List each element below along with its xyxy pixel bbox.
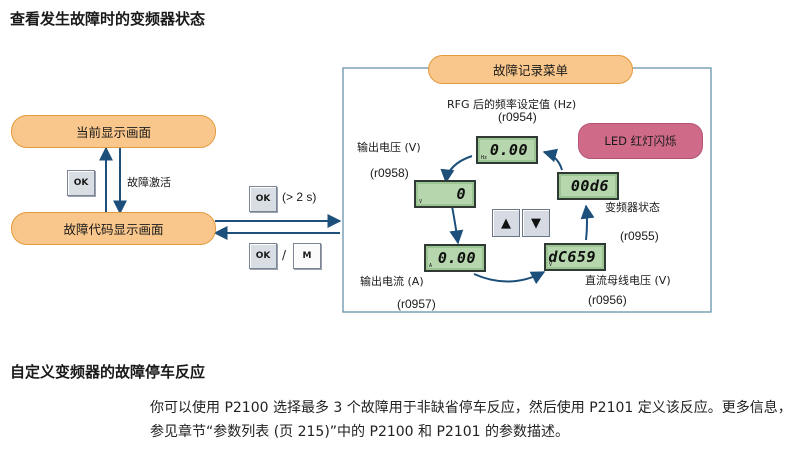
status-value: 00d6: [570, 177, 609, 195]
current-label: 输出电流 (A): [360, 275, 424, 288]
ok-key-return: OK: [249, 243, 277, 269]
status-param: (r0955): [620, 229, 659, 243]
status-label: 变频器状态: [605, 201, 660, 214]
status-lcd: 00d6: [557, 172, 619, 200]
dc-voltage-lcd: V dC659: [544, 243, 606, 271]
freq-setpoint-lcd: Hz 0.00: [476, 136, 538, 164]
freq-value: 0.00: [489, 141, 528, 159]
dc-unit: V: [549, 262, 553, 268]
current-display-box: 当前显示画面: [11, 115, 216, 148]
current-lcd: A 0.00: [424, 244, 486, 272]
ok-key-hold: OK: [249, 186, 277, 212]
m-key: M: [293, 243, 321, 269]
dc-voltage-param: (r0956): [588, 293, 627, 307]
slash: /: [282, 248, 287, 262]
voltage-value: 0: [456, 185, 466, 203]
led-indicator: LED 红灯闪烁: [578, 123, 703, 159]
freq-unit: Hz: [481, 155, 488, 161]
voltage-unit: V: [419, 199, 423, 205]
section-title: 查看发生故障时的变频器状态: [10, 10, 206, 28]
voltage-param: (r0958): [370, 166, 409, 180]
freq-setpoint-param: (r0954): [498, 110, 537, 124]
voltage-label: 输出电压 (V): [357, 141, 421, 154]
down-arrow-icon: ▼: [522, 209, 550, 237]
current-value: 0.00: [437, 249, 476, 267]
fault-activated-label: 故障激活: [127, 176, 171, 189]
hold-time-label: (> 2 s): [282, 190, 317, 204]
dc-value: dC659: [548, 248, 596, 266]
freq-setpoint-label: RFG 后的频率设定值 (Hz): [447, 98, 577, 111]
section2-title: 自定义变频器的故障停车反应: [10, 363, 206, 381]
current-param: (r0957): [397, 297, 436, 311]
voltage-lcd: V 0: [414, 180, 476, 208]
fault-code-display-box: 故障代码显示画面: [11, 212, 216, 245]
up-arrow-icon: ▲: [492, 209, 520, 237]
menu-title: 故障记录菜单: [428, 55, 633, 84]
dc-voltage-label: 直流母线电压 (V): [585, 274, 671, 287]
ok-key: OK: [67, 170, 95, 196]
section2-paragraph: 你可以使用 P2100 选择最多 3 个故障用于非缺省停车反应，然后使用 P21…: [150, 400, 792, 440]
current-unit: A: [429, 263, 433, 269]
